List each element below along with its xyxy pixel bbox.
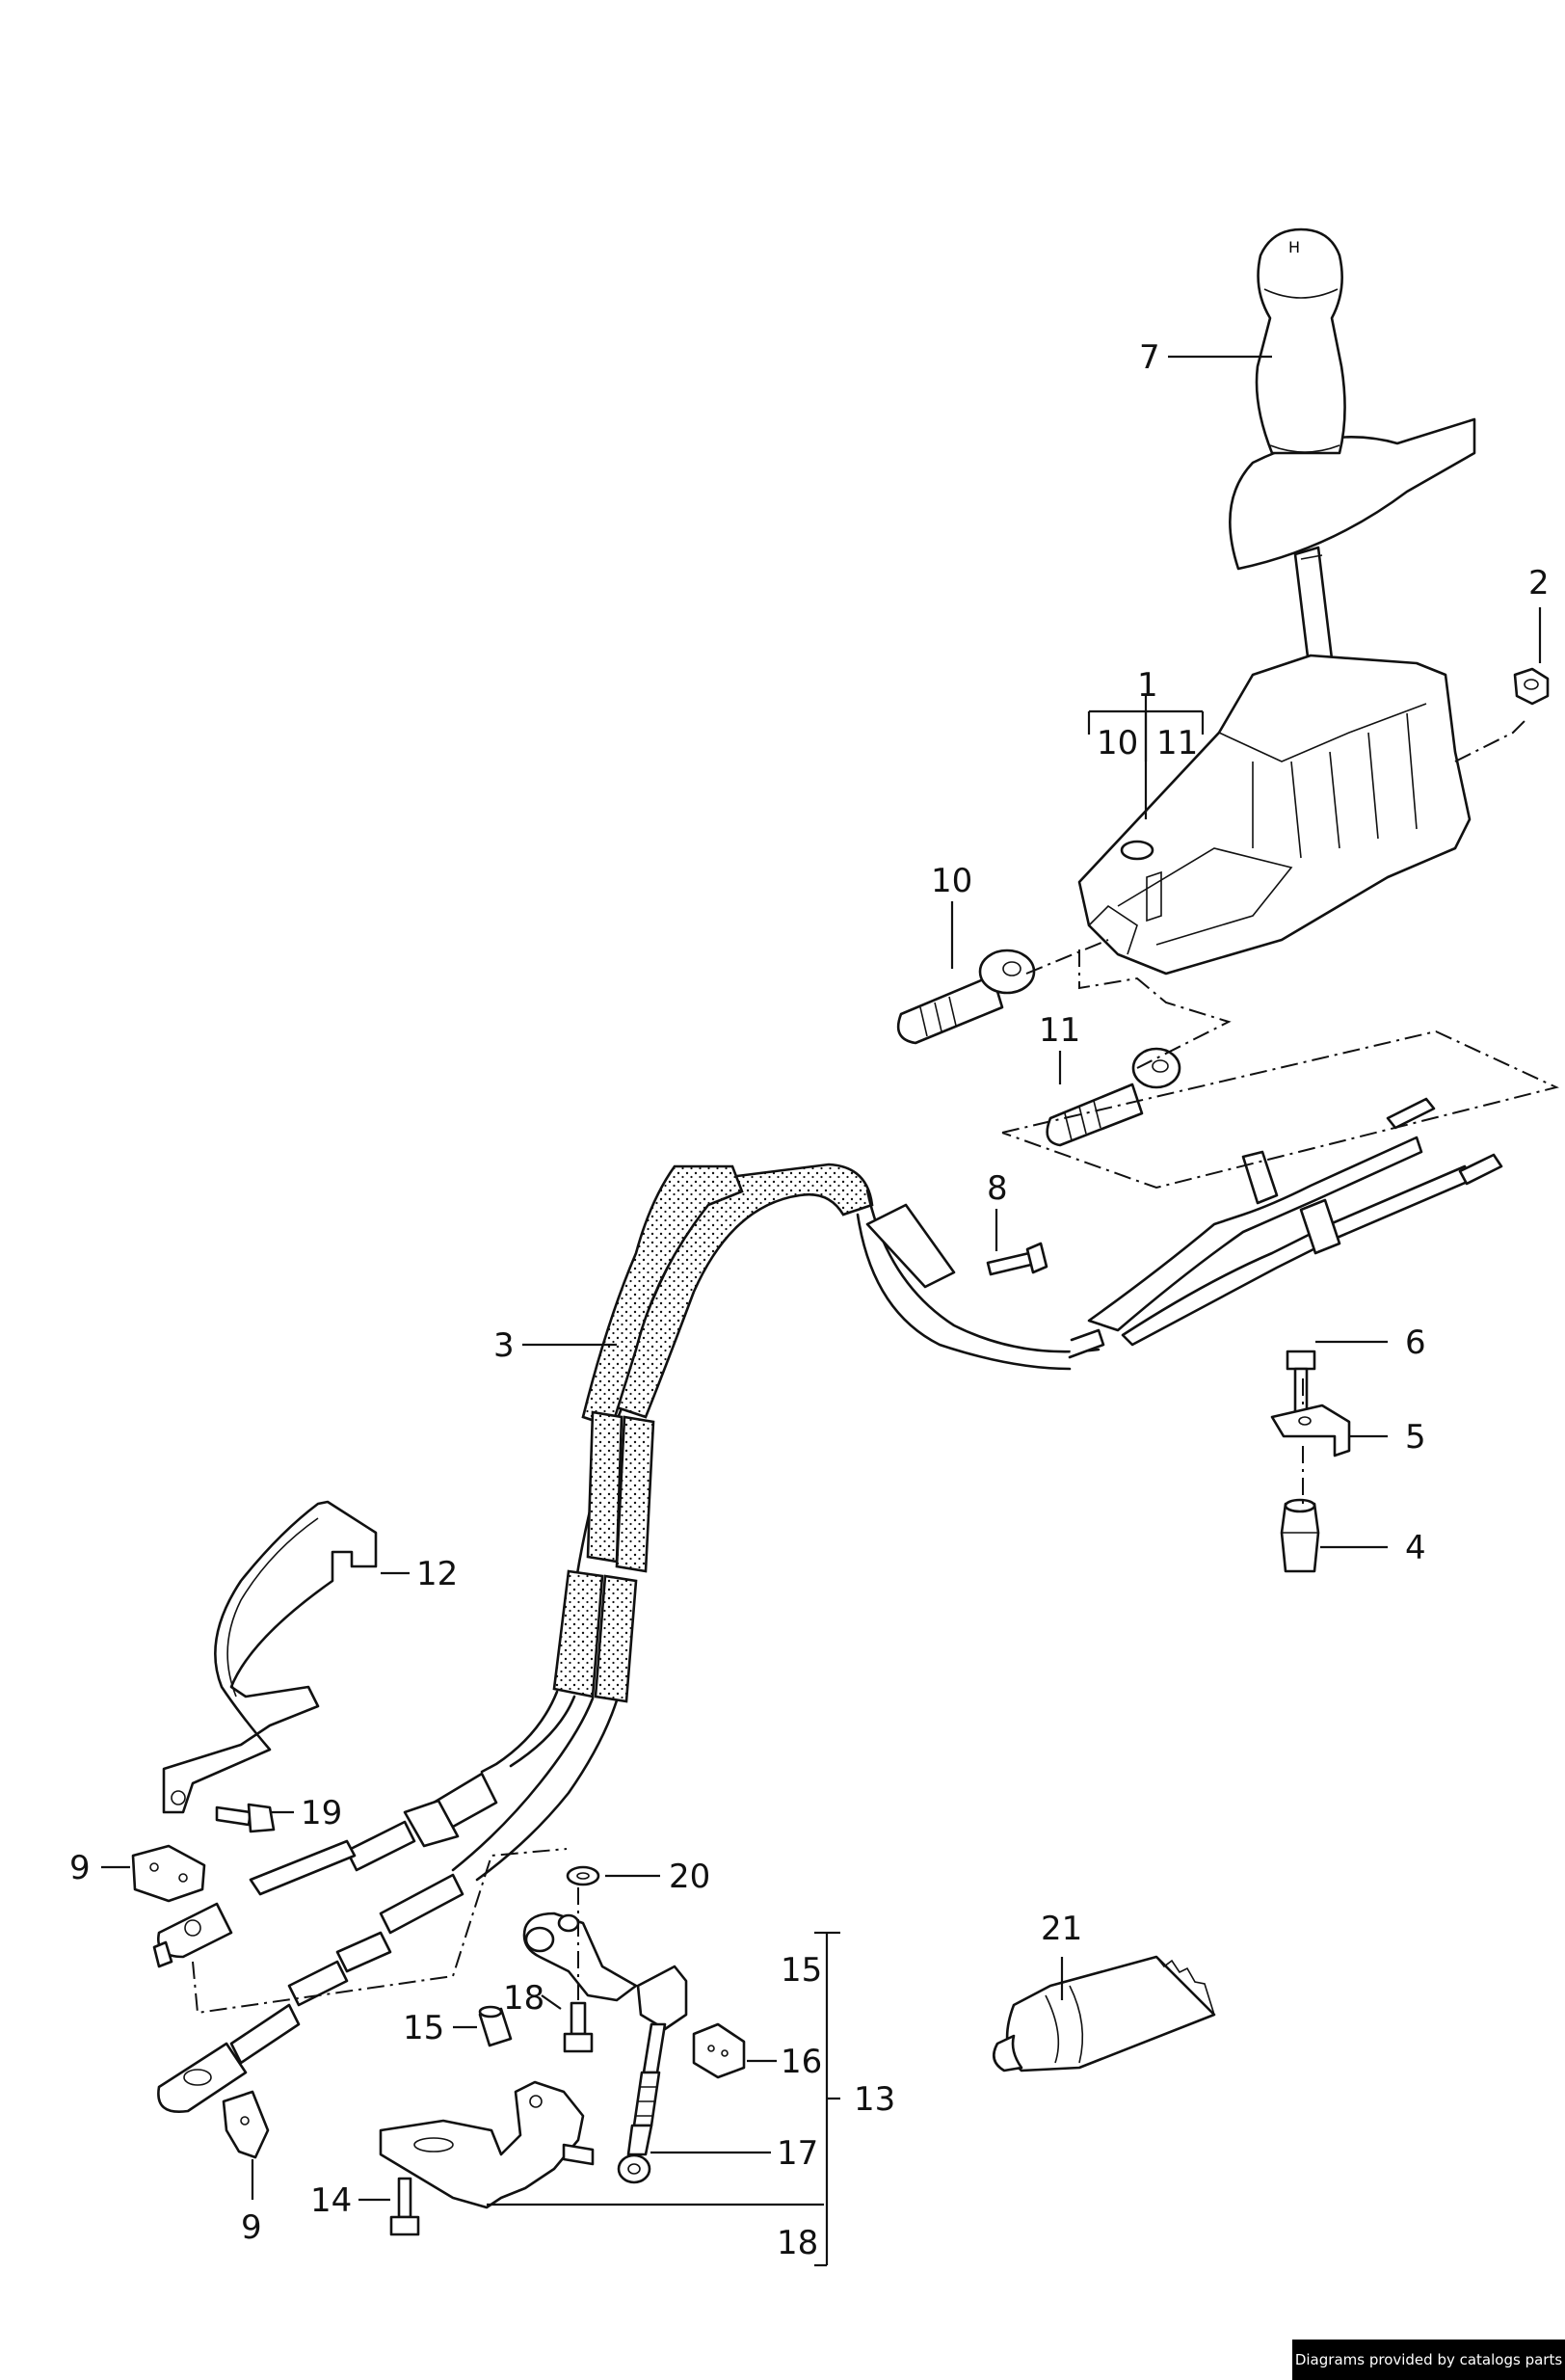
callout-21: 21: [1041, 1910, 1082, 1948]
clip-part-9-upper: [131, 1844, 206, 1903]
callout-11: 11: [1039, 1011, 1080, 1050]
ball-socket-part-11: [1046, 1047, 1181, 1147]
gearshift-lever-part: [379, 2080, 595, 2209]
bracket-part-5: [1270, 1404, 1351, 1457]
callout-1-sub-10: 10: [1097, 724, 1138, 762]
bolt-part-19: [215, 1803, 276, 1833]
callout-6: 6: [1405, 1324, 1426, 1362]
callout-20: 20: [669, 1858, 710, 1896]
svg-text:H: H: [1288, 238, 1300, 256]
callout-13-sub-15: 15: [781, 1951, 822, 1990]
callout-12: 12: [416, 1555, 458, 1593]
leader-lines: [101, 355, 1542, 2267]
callout-3: 3: [493, 1326, 515, 1365]
bolt-part-6: [1286, 1350, 1316, 1414]
callout-7: 7: [1139, 338, 1160, 377]
screw-part-18: [563, 2001, 594, 2053]
shift-knob-boot-part: H: [1229, 227, 1476, 571]
callout-4: 4: [1405, 1529, 1426, 1567]
clip-part-9-lower: [222, 2090, 270, 2159]
callout-15: 15: [403, 2009, 444, 2047]
shift-rod-part-17: [617, 1965, 688, 2184]
mounting-bracket-part-12: [162, 1500, 378, 1814]
callout-19: 19: [301, 1794, 342, 1832]
clip-part-16: [692, 2022, 746, 2079]
washer-part-20: [566, 1865, 600, 1886]
callout-5: 5: [1405, 1418, 1426, 1457]
bolt-part-14: [389, 2177, 420, 2236]
callout-labels: 7 2 1 10 11 10 11 8 3 6 5 4 12 19 9 20 2…: [69, 338, 1550, 2262]
spacer-part-4: [1280, 1498, 1320, 1573]
callout-16: 16: [781, 2043, 822, 2081]
callout-2: 2: [1528, 564, 1550, 602]
callout-1-sub-11: 11: [1156, 724, 1198, 762]
gearshift-cable-assembly-part: [152, 1097, 1503, 2114]
callout-10: 10: [931, 862, 972, 900]
nut-part-2: [1513, 667, 1550, 706]
ball-socket-part-10: [896, 949, 1036, 1045]
selector-lever-part: [522, 1912, 638, 2002]
credit-footer: Diagrams provided by catalogs parts: [1292, 2340, 1565, 2380]
callout-13: 13: [854, 2080, 895, 2119]
grease-tube-part-21: [993, 1955, 1216, 2072]
bolt-part-8: [986, 1242, 1048, 1276]
callout-13-sub-18: 18: [777, 2224, 818, 2262]
bushing-part-15: [478, 2005, 513, 2047]
callout-18-upper: 18: [503, 1979, 544, 2018]
callout-17: 17: [777, 2134, 818, 2173]
reference-lines: [192, 717, 1559, 2015]
shift-housing-part: [1077, 654, 1472, 976]
callout-14: 14: [310, 2181, 352, 2220]
callout-9-lower: 9: [241, 2208, 262, 2247]
callout-8: 8: [987, 1169, 1008, 1208]
callout-9-upper: 9: [69, 1849, 91, 1887]
callout-1: 1: [1137, 666, 1158, 705]
